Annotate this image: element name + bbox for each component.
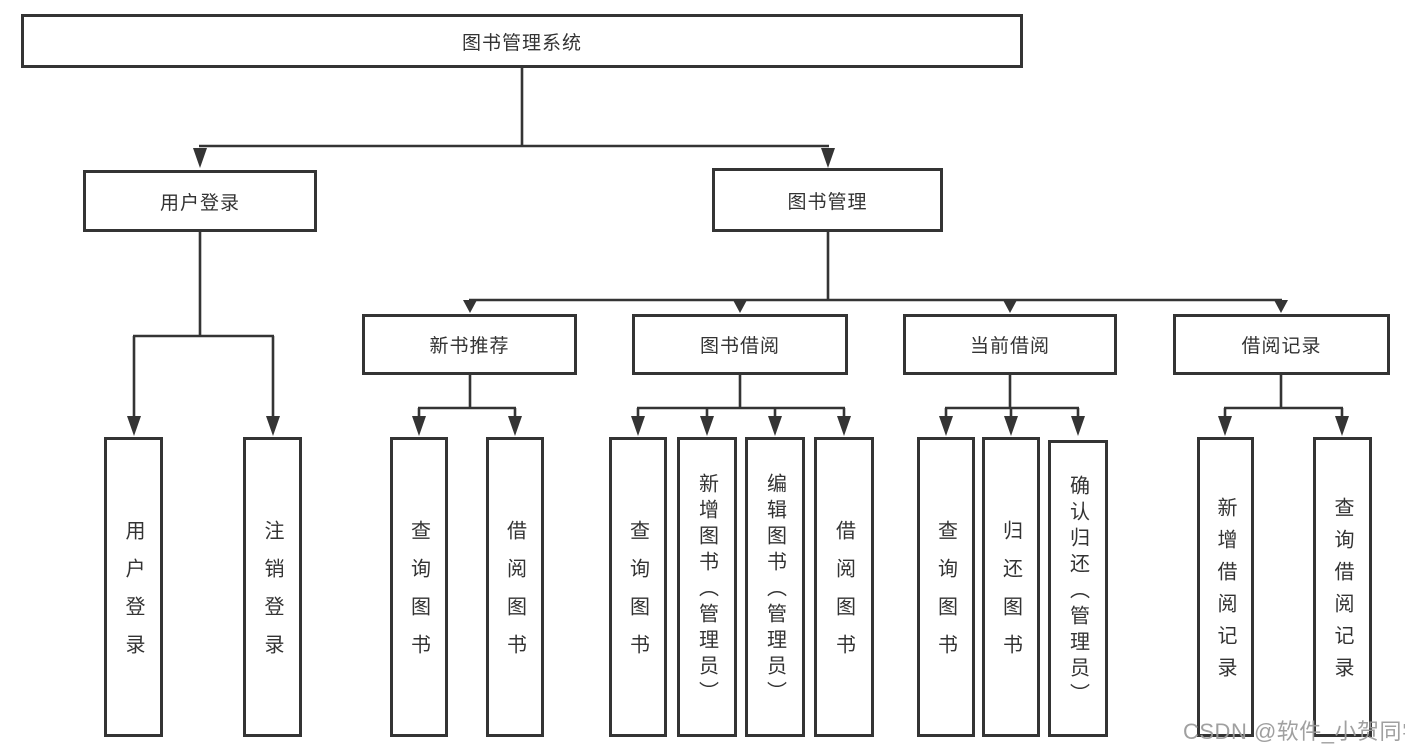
leaf-query-borrow-record: 查询借阅记录 [1313,437,1372,737]
csdn-watermark: CSDN @软件_小贺同学 [1183,719,1405,744]
node-library-management-system: 图书管理系统 [21,14,1023,68]
leaf-label: 编辑图书（管理员） [763,473,786,707]
node-book-borrow: 图书借阅 [632,314,848,375]
leaf-label: 用户登录 [122,520,144,672]
node-label: 用户登录 [159,192,240,214]
leaf-label: 确认归还（管理员） [1066,474,1089,709]
node-label: 图书借阅 [699,336,780,357]
leaf-logout: 注销登录 [243,437,302,737]
node-label: 图书管理 [787,191,868,213]
leaf-label: 查询图书 [934,520,957,672]
node-label: 当前借阅 [969,336,1050,357]
node-new-book-recommend: 新书推荐 [362,314,577,375]
leaf-add-books-admin: 新增图书（管理员） [677,437,737,737]
leaf-label: 新增图书（管理员） [695,473,718,707]
leaf-label: 借阅图书 [832,520,855,672]
leaf-label: 查询借阅记录 [1331,497,1353,689]
leaf-return-books: 归还图书 [982,437,1040,737]
leaf-label: 查询图书 [626,520,649,672]
node-label: 新书推荐 [429,336,510,357]
leaf-label: 借阅图书 [503,520,526,672]
leaf-query-books-2: 查询图书 [609,437,667,737]
leaf-borrow-books-1: 借阅图书 [486,437,544,737]
node-current-borrow: 当前借阅 [903,314,1117,375]
node-user-login: 用户登录 [83,170,317,232]
leaf-borrow-books-2: 借阅图书 [814,437,874,737]
leaf-query-books-3: 查询图书 [917,437,975,737]
leaf-query-books-1: 查询图书 [390,437,448,737]
node-borrow-records: 借阅记录 [1173,314,1390,375]
leaf-edit-books-admin: 编辑图书（管理员） [745,437,805,737]
leaf-user-login: 用户登录 [104,437,163,737]
node-book-management: 图书管理 [712,168,943,232]
leaf-label: 归还图书 [999,520,1022,672]
leaf-label: 注销登录 [261,520,283,672]
node-label: 图书管理系统 [461,32,582,54]
leaf-confirm-return-admin: 确认归还（管理员） [1048,440,1108,737]
leaf-label: 新增借阅记录 [1214,497,1236,689]
leaf-label: 查询图书 [407,520,430,672]
leaf-add-borrow-record: 新增借阅记录 [1197,437,1254,737]
node-label: 借阅记录 [1241,336,1322,357]
